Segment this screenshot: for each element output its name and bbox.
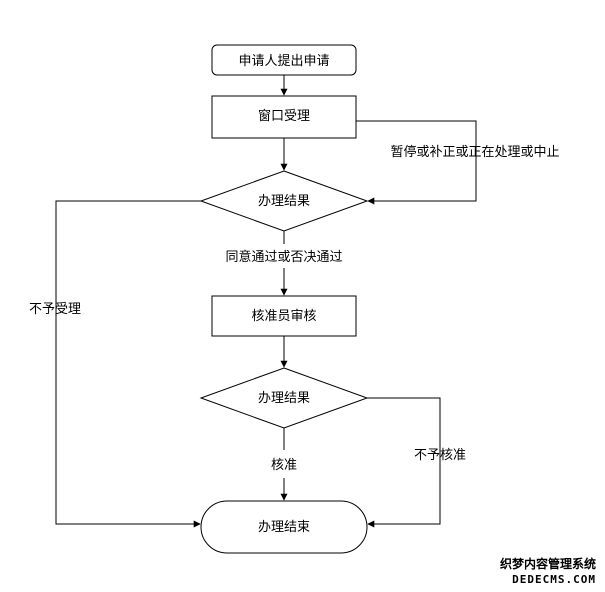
decision-result-node: 办理结果: [199, 170, 369, 232]
edge-label-not-approved: 不予核准: [414, 448, 466, 463]
watermark: 织梦内容管理系统 DEDECMS.COM: [500, 556, 596, 586]
watermark-line2: DEDECMS.COM: [512, 573, 596, 586]
arrow-not-approved: [367, 397, 441, 528]
start-node-label: 申请人提出申请: [238, 53, 329, 69]
decision-result-label: 办理结果: [258, 194, 310, 209]
approver-review-label: 核准员审核: [251, 309, 316, 324]
end-node-label: 办理结束: [258, 520, 310, 535]
edge-label-agree-or-reject: 同意通过或否决通过: [225, 249, 342, 265]
edge-label-approved: 核准: [271, 458, 297, 473]
arrow-not-accepted: [55, 200, 201, 528]
end-node: 办理结束: [200, 500, 368, 554]
window-acceptance-node: 窗口受理: [211, 95, 357, 139]
window-acceptance-label: 窗口受理: [258, 108, 310, 124]
edge-label-suspend: 暂停或补正或正在处理或中止: [390, 144, 559, 160]
edge-label-not-accepted: 不予受理: [29, 302, 81, 317]
start-node: 申请人提出申请: [211, 44, 357, 76]
watermark-line1: 织梦内容管理系统: [500, 556, 596, 571]
review-result-node: 办理结果: [199, 367, 369, 429]
approver-review-node: 核准员审核: [211, 295, 357, 337]
arrow-suspend-loop: [356, 120, 477, 205]
review-result-label: 办理结果: [258, 391, 310, 406]
